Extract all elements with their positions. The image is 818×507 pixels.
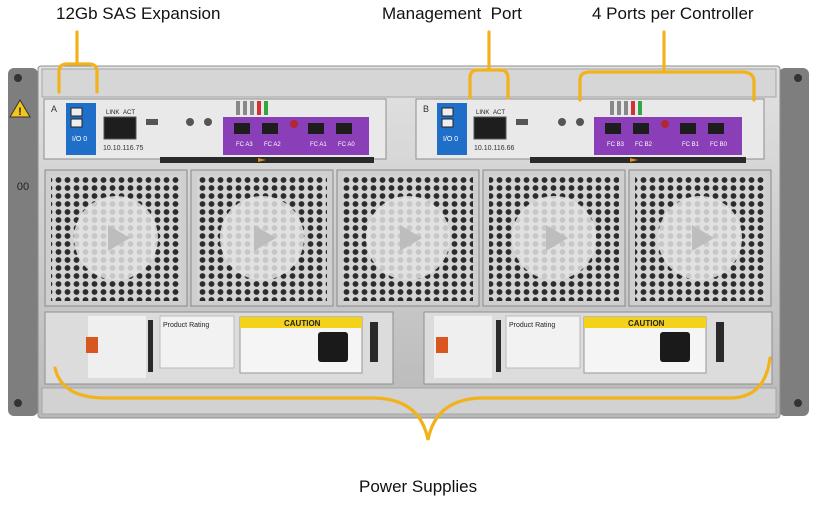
product-rating-label <box>505 315 581 369</box>
warning-icon <box>9 99 31 118</box>
callout-ports-per-controller: 4 Ports per Controller <box>592 4 754 23</box>
fan-module-2[interactable] <box>190 169 334 307</box>
caution-text: CAUTION <box>284 319 321 328</box>
ip-address: 10.10.116.75 <box>103 145 143 152</box>
status-led <box>264 101 268 115</box>
management-port[interactable] <box>473 116 507 140</box>
fc-port[interactable] <box>633 123 649 134</box>
bottom-rail <box>41 387 777 415</box>
ear-screw <box>14 399 22 407</box>
ear-screw <box>794 399 802 407</box>
fc-port-label: FC B0 <box>710 142 728 148</box>
left-rack-ear <box>8 68 38 416</box>
power-switch[interactable] <box>370 322 378 362</box>
ip-address: 10.10.116.66 <box>474 145 514 152</box>
link-label: LINK <box>106 110 119 116</box>
fc-port[interactable] <box>308 123 324 134</box>
fc-port-label: FC B3 <box>607 142 625 148</box>
rating-title: Product Rating <box>163 322 209 329</box>
status-led <box>257 101 261 115</box>
top-rail <box>41 68 777 98</box>
ear-screw <box>14 74 22 82</box>
fc-port-label: FC A2 <box>264 142 281 148</box>
psu-handle[interactable] <box>496 320 501 372</box>
fan-module-1[interactable] <box>44 169 188 307</box>
callout-line-mgmt <box>468 30 510 100</box>
product-rating-label <box>159 315 235 369</box>
sas-port[interactable] <box>70 107 83 117</box>
status-led <box>617 101 621 115</box>
fc-port[interactable] <box>262 123 278 134</box>
fc-indicator <box>661 120 669 128</box>
power-switch[interactable] <box>716 322 724 362</box>
fc-port[interactable] <box>336 123 352 134</box>
psu-latch[interactable] <box>436 337 448 353</box>
power-supply-right[interactable]: Product Rating CAUTION <box>423 311 773 385</box>
callout-sas-expansion: 12Gb SAS Expansion <box>56 4 221 23</box>
screw <box>558 118 566 126</box>
callout-line-ports <box>578 30 756 102</box>
status-led <box>250 101 254 115</box>
sas-port[interactable] <box>70 118 83 128</box>
callout-line-sas <box>57 30 99 94</box>
fc-port-label: FC A3 <box>236 142 253 148</box>
sas-port[interactable] <box>441 118 454 128</box>
status-led <box>638 101 642 115</box>
screw <box>576 118 584 126</box>
usb-port[interactable] <box>146 119 158 125</box>
fc-port[interactable] <box>680 123 696 134</box>
fan-module-4[interactable] <box>482 169 626 307</box>
fc-port[interactable] <box>234 123 250 134</box>
side-marker: 00 <box>17 181 29 193</box>
status-led <box>631 101 635 115</box>
caution-text: CAUTION <box>628 319 665 328</box>
fc-port-label: FC A0 <box>338 142 355 148</box>
controller-a: A I/O 0 LINK ACT 10.10.116.75 FC A3 FC A… <box>43 98 387 163</box>
link-label: LINK <box>476 110 489 116</box>
psu-latch[interactable] <box>86 337 98 353</box>
power-inlet[interactable] <box>318 332 348 362</box>
sas-port[interactable] <box>441 107 454 117</box>
usb-port[interactable] <box>516 119 528 125</box>
handle-arrow <box>258 158 266 162</box>
handle-arrow <box>630 158 638 162</box>
controller-b: B I/O 0 LINK ACT 10.10.116.66 FC B3 FC B… <box>415 98 765 163</box>
callout-line-psu <box>53 356 772 441</box>
status-led <box>243 101 247 115</box>
act-label: ACT <box>123 110 135 116</box>
ear-screw <box>794 74 802 82</box>
status-led <box>236 101 240 115</box>
right-rack-ear <box>779 68 809 416</box>
status-led <box>610 101 614 115</box>
callout-management-port: Management Port <box>382 4 522 23</box>
fc-port-label: FC A1 <box>310 142 327 148</box>
screw <box>204 118 212 126</box>
fan-module-5[interactable] <box>628 169 772 307</box>
fc-port[interactable] <box>605 123 621 134</box>
rating-title: Product Rating <box>509 322 555 329</box>
fan-module-3[interactable] <box>336 169 480 307</box>
fc-port-label: FC B1 <box>682 142 700 148</box>
svg-text:!: ! <box>18 106 22 118</box>
eject-handle[interactable] <box>160 157 374 163</box>
screw <box>186 118 194 126</box>
io-label: I/O 0 <box>443 136 458 143</box>
power-inlet[interactable] <box>660 332 690 362</box>
psu-handle[interactable] <box>148 320 153 372</box>
power-supply-left[interactable]: Product Rating CAUTION <box>44 311 394 385</box>
fc-indicator <box>290 120 298 128</box>
status-led <box>624 101 628 115</box>
callout-power-supplies: Power Supplies <box>359 477 478 496</box>
controller-letter: A <box>51 104 57 114</box>
io-label: I/O 0 <box>72 136 87 143</box>
fc-port-label: FC B2 <box>635 142 653 148</box>
controller-letter: B <box>423 104 429 114</box>
act-label: ACT <box>493 110 505 116</box>
fc-port[interactable] <box>708 123 724 134</box>
management-port[interactable] <box>103 116 137 140</box>
